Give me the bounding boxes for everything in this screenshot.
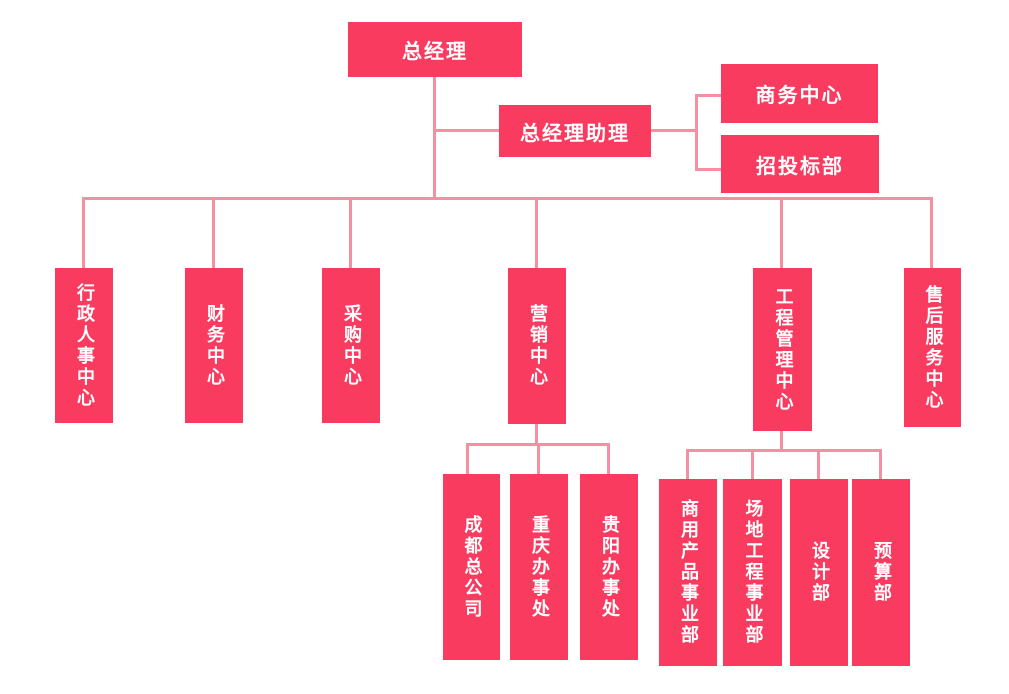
connector-assistant-bracket <box>695 94 698 171</box>
connector-to-bidding-dept <box>695 168 721 171</box>
connector-from-gm-assistant <box>651 129 698 132</box>
org-node-general-manager: 总经理 <box>348 22 522 77</box>
org-node-chongqing-office: 重庆办事处 <box>510 474 568 660</box>
org-node-design-department: 设计部 <box>790 479 848 666</box>
connector-main-horizontal <box>82 197 933 200</box>
connector-drop-chengdu <box>466 443 469 474</box>
org-node-gm-assistant: 总经理助理 <box>499 105 651 157</box>
connector-drop-marketing <box>535 197 538 268</box>
org-node-finance-center: 财务中心 <box>185 268 243 423</box>
connector-engineering-horizontal <box>686 449 882 452</box>
org-node-business-center: 商务中心 <box>721 64 878 123</box>
connector-drop-commercial-products <box>686 449 689 479</box>
connector-to-business-center <box>695 94 721 97</box>
org-node-after-sales-service-center: 售后服务中心 <box>904 268 961 427</box>
connector-drop-finance <box>212 197 215 268</box>
org-node-chengdu-head-office: 成都总公司 <box>443 474 500 660</box>
connector-gm-vertical <box>433 77 436 200</box>
connector-drop-after-sales <box>930 197 933 268</box>
connector-drop-admin-hr <box>82 197 85 268</box>
connector-drop-guiyang <box>607 443 610 474</box>
connector-engineering-vertical <box>780 431 783 451</box>
org-node-guiyang-office: 贵阳办事处 <box>580 474 638 660</box>
org-node-procurement-center: 采购中心 <box>322 268 380 423</box>
connector-drop-procurement <box>349 197 352 268</box>
org-node-site-engineering-division: 场地工程事业部 <box>723 479 782 666</box>
connector-drop-budget <box>879 449 882 479</box>
connector-drop-design <box>817 449 820 479</box>
org-node-marketing-center: 营销中心 <box>508 268 566 424</box>
connector-drop-site-engineering <box>751 449 754 479</box>
connector-to-gm-assistant <box>433 129 499 132</box>
org-node-admin-hr-center: 行政人事中心 <box>55 268 113 423</box>
connector-marketing-vertical <box>535 424 538 445</box>
org-node-budget-department: 预算部 <box>852 479 910 666</box>
connector-drop-engineering <box>780 197 783 268</box>
connector-drop-chongqing <box>537 443 540 474</box>
org-node-bidding-department: 招投标部 <box>721 135 879 193</box>
org-node-engineering-management-center: 工程管理中心 <box>753 268 812 431</box>
org-node-commercial-products-division: 商用产品事业部 <box>659 479 717 666</box>
